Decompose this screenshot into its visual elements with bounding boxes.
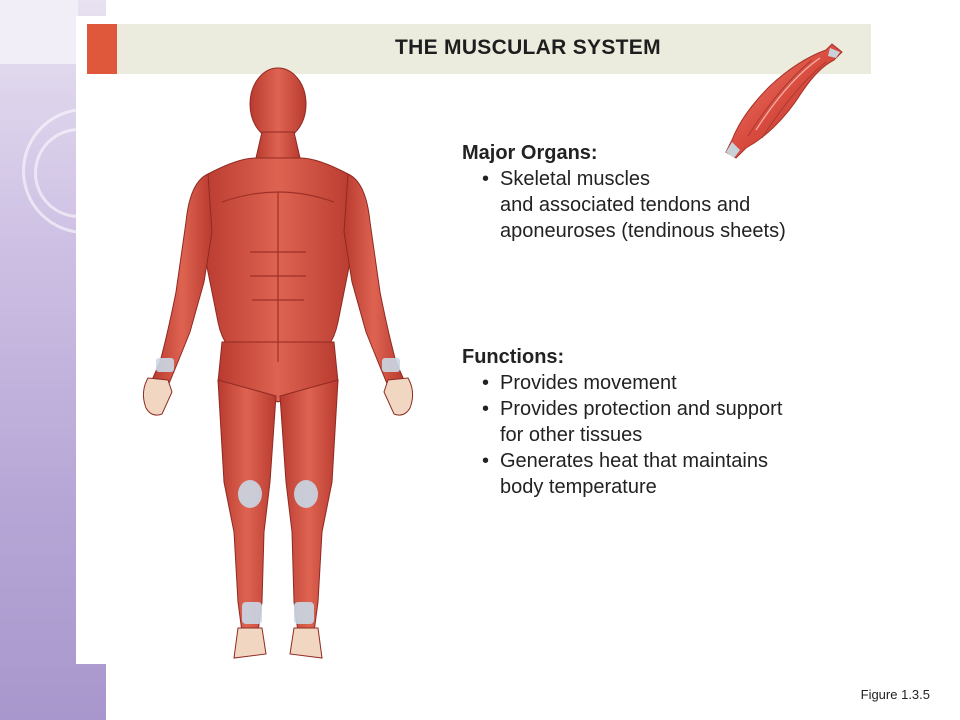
organ-line: aponeuroses (tendinous sheets) bbox=[500, 220, 786, 242]
title-bar: THE MUSCULAR SYSTEM bbox=[87, 24, 871, 74]
slide-corner-panel bbox=[0, 0, 78, 64]
function-line: Provides protection and support bbox=[500, 398, 783, 420]
functions-section: Functions: Provides movement Provides pr… bbox=[462, 344, 782, 500]
title-accent-block bbox=[87, 24, 117, 74]
major-organs-heading: Major Organs: bbox=[462, 142, 598, 164]
human-muscular-system-figure bbox=[142, 67, 414, 659]
decorative-ring bbox=[34, 128, 106, 218]
skeletal-muscle-icon bbox=[725, 43, 843, 159]
list-item: Provides movement bbox=[462, 370, 782, 396]
functions-heading: Functions: bbox=[462, 346, 565, 368]
organ-line: Skeletal muscles bbox=[500, 168, 651, 190]
functions-list: Provides movement Provides protection an… bbox=[462, 370, 782, 500]
figure-caption: Figure 1.3.5 bbox=[860, 687, 930, 702]
organ-line: and associated tendons and bbox=[500, 194, 751, 216]
function-line: Generates heat that maintains bbox=[500, 450, 768, 472]
function-line: Provides movement bbox=[500, 372, 677, 394]
list-item: Skeletal muscles and associated tendons … bbox=[462, 166, 786, 244]
major-organs-list: Skeletal muscles and associated tendons … bbox=[462, 166, 786, 244]
function-line: body temperature bbox=[500, 476, 657, 498]
list-item: Provides protection and support for othe… bbox=[462, 396, 782, 448]
function-line: for other tissues bbox=[500, 424, 643, 446]
list-item: Generates heat that maintains body tempe… bbox=[462, 448, 782, 500]
figure-title: THE MUSCULAR SYSTEM bbox=[395, 36, 661, 59]
major-organs-section: Major Organs: Skeletal muscles and assoc… bbox=[462, 140, 786, 244]
